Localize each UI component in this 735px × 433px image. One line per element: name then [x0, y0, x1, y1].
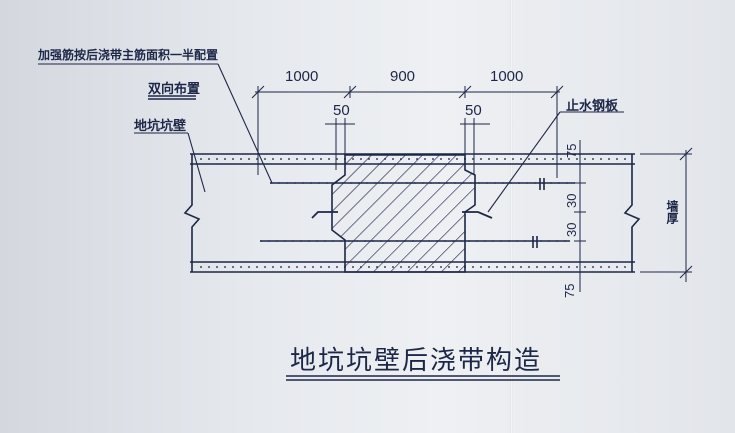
pit-wall-label: 地坑坑壁	[134, 119, 187, 134]
dim-top-right: 1000	[490, 68, 524, 85]
dim-cover-top: 75	[564, 143, 579, 158]
paper-fold	[510, 0, 513, 433]
waterstop-hooks	[311, 211, 493, 219]
dim-spacing-a: 30	[564, 193, 579, 208]
reinforcing-note-label: 加强筋按后浇带主筋面积一半配置	[38, 48, 219, 62]
dim-inner-right: 50	[465, 102, 482, 119]
waterstop-plate-label: 止水钢板	[566, 99, 619, 114]
dim-top-left: 1000	[285, 68, 319, 85]
leader-lines	[38, 63, 624, 213]
dim-cover-bottom: 75	[562, 283, 577, 298]
post-cast-strip	[331, 154, 476, 273]
label-underlines	[148, 95, 560, 381]
dim-inner-left: 50	[333, 102, 350, 119]
dim-top-middle: 900	[390, 68, 416, 85]
reinforcing-bars	[260, 178, 575, 248]
dim-spacing-b: 30	[564, 222, 579, 237]
wall-outline	[183, 153, 641, 273]
dimension-lines	[251, 85, 693, 292]
bidirectional-label: 双向布置	[148, 82, 201, 97]
wall-thickness-label: 墙厚	[665, 200, 679, 224]
drawing-title: 地坑坑壁后浇带构造	[290, 346, 543, 376]
